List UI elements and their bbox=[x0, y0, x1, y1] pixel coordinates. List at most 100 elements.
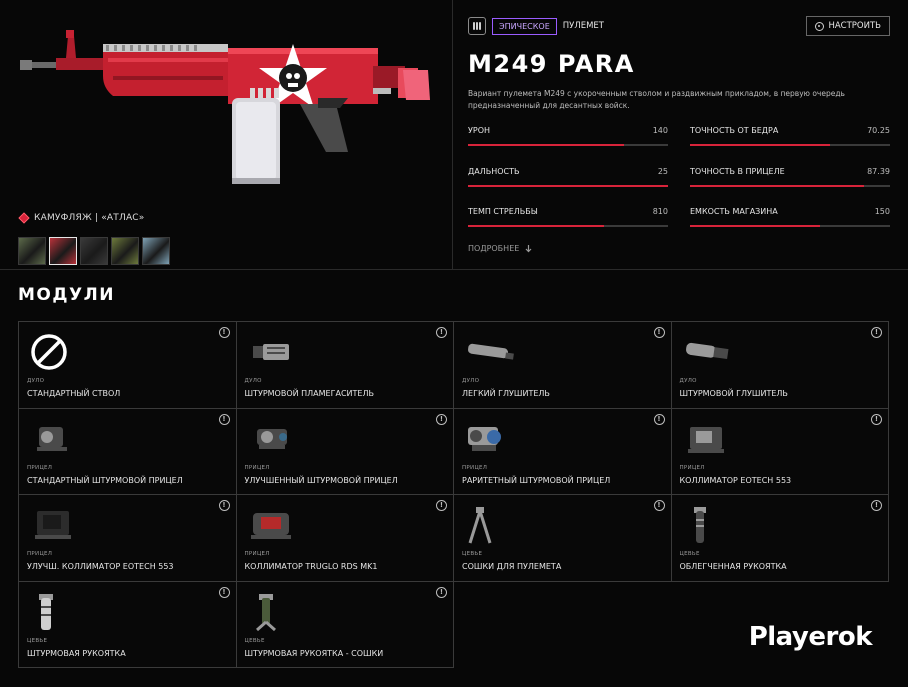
module-category: ПРИЦЕЛ bbox=[462, 464, 488, 471]
stat-value: 87.39 bbox=[867, 166, 890, 176]
module-card[interactable]: ! ДУЛО ШТУРМОВОЙ ПЛАМЕГАСИТЕЛЬ bbox=[235, 321, 454, 409]
module-card[interactable]: ! ЦЕВЬЕ ШТУРМОВАЯ РУКОЯТКА bbox=[18, 580, 237, 668]
info-icon[interactable]: ! bbox=[871, 500, 882, 511]
stat-bar-fill bbox=[690, 184, 864, 187]
module-card[interactable]: ! ЦЕВЬЕ СОШКИ ДЛЯ ПУЛЕМЕТА bbox=[453, 494, 672, 582]
weapon-info-pane: ЭПИЧЕСКОЕ ПУЛЕМЕТ НАСТРОИТЬ M249 PARA Ва… bbox=[468, 16, 890, 266]
module-category: ПРИЦЕЛ bbox=[27, 464, 53, 471]
watermark-logo: Playerok bbox=[748, 622, 873, 652]
camo-swatch-3[interactable] bbox=[80, 237, 108, 265]
gear-icon bbox=[815, 21, 825, 31]
grip-bipod-icon bbox=[245, 592, 305, 632]
stat-row: ЕМКОСТЬ МАГАЗИНА 150 bbox=[690, 207, 890, 248]
module-card[interactable]: ! ДУЛО СТАНДАРТНЫЙ СТВОЛ bbox=[18, 321, 237, 409]
truglo-icon bbox=[245, 505, 305, 545]
module-name: ЛЕГКИЙ ГЛУШИТЕЛЬ bbox=[462, 389, 550, 398]
stat-label: ТОЧНОСТЬ ОТ БЕДРА bbox=[690, 126, 779, 135]
info-icon[interactable]: ! bbox=[218, 413, 230, 425]
module-card[interactable]: ! ПРИЦЕЛ УЛУЧШЕННЫЙ ШТУРМОВОЙ ПРИЦЕЛ bbox=[235, 407, 454, 495]
stat-value: 25 bbox=[657, 166, 668, 176]
stat-bar-track bbox=[690, 144, 890, 146]
more-link-label: ПОДРОБНЕЕ bbox=[468, 244, 520, 253]
module-card[interactable]: ! ПРИЦЕЛ УЛУЧШ. КОЛЛИМАТОР EOTECH 553 bbox=[18, 494, 237, 582]
module-name: СТАНДАРТНЫЙ ШТУРМОВОЙ ПРИЦЕЛ bbox=[27, 475, 183, 485]
module-name: УЛУЧШ. КОЛЛИМАТОР EOTECH 553 bbox=[27, 562, 174, 571]
module-name: СОШКИ ДЛЯ ПУЛЕМЕТА bbox=[462, 562, 562, 571]
module-card[interactable]: ! ПРИЦЕЛ РАРИТЕТНЫЙ ШТУРМОВОЙ ПРИЦЕЛ bbox=[453, 407, 672, 495]
module-name: ШТУРМОВАЯ РУКОЯТКА bbox=[27, 648, 126, 658]
silencer-assault-icon bbox=[680, 332, 740, 372]
modules-grid: ! ДУЛО СТАНДАРТНЫЙ СТВОЛ ! ДУЛО ШТУРМОВО… bbox=[18, 321, 889, 668]
weapon-preview-pane: КАМУФЛЯЖ | «АТЛАС» bbox=[0, 0, 453, 270]
stat-label: ЕМКОСТЬ МАГАЗИНА bbox=[690, 207, 778, 216]
module-card[interactable]: ! ЦЕВЬЕ ШТУРМОВАЯ РУКОЯТКА - СОШКИ bbox=[235, 580, 454, 668]
stat-bar-track bbox=[690, 225, 890, 227]
module-category: ДУЛО bbox=[244, 378, 262, 384]
stat-bar-track bbox=[468, 144, 668, 146]
arrow-down-icon bbox=[525, 245, 532, 253]
info-icon[interactable]: ! bbox=[218, 500, 230, 511]
module-card[interactable]: ! ЦЕВЬЕ ОБЛЕГЧЕННАЯ РУКОЯТКА bbox=[670, 494, 889, 582]
module-name: КОЛЛИМАТОР TRUGLO RDS MK1 bbox=[244, 562, 378, 571]
module-category: ДУЛО bbox=[27, 378, 45, 384]
weapon-image bbox=[20, 30, 430, 184]
module-category: ЦЕВЬЕ bbox=[462, 551, 483, 557]
info-icon[interactable]: ! bbox=[653, 327, 665, 338]
stat-value: 150 bbox=[874, 207, 890, 216]
module-card[interactable]: ! ПРИЦЕЛ КОЛЛИМАТОР EOTECH 553 bbox=[670, 407, 889, 495]
bipod-icon bbox=[462, 505, 522, 545]
info-icon[interactable]: ! bbox=[653, 500, 665, 511]
info-icon[interactable]: ! bbox=[871, 413, 882, 425]
tune-button[interactable]: НАСТРОИТЬ bbox=[806, 16, 890, 36]
module-category: ЦЕВЬЕ bbox=[244, 637, 265, 644]
stat-value: 70.25 bbox=[867, 126, 890, 135]
info-icon[interactable]: ! bbox=[218, 586, 230, 598]
camo-swatch-1[interactable] bbox=[18, 237, 46, 265]
camo-swatch-5[interactable] bbox=[142, 237, 170, 265]
stat-bar-track bbox=[468, 225, 668, 227]
info-icon[interactable]: ! bbox=[871, 327, 882, 338]
stat-bar-fill bbox=[468, 225, 604, 227]
module-card[interactable]: ! ПРИЦЕЛ КОЛЛИМАТОР TRUGLO RDS MK1 bbox=[235, 494, 454, 582]
info-icon[interactable]: ! bbox=[218, 327, 230, 338]
scope-std-icon bbox=[27, 419, 87, 459]
modules-title: МОДУЛИ bbox=[18, 285, 115, 305]
camo-swatch-4[interactable] bbox=[111, 237, 139, 265]
stat-bar-track bbox=[468, 184, 668, 187]
module-category: ЦЕВЬЕ bbox=[679, 551, 700, 557]
stat-row: ТОЧНОСТЬ ОТ БЕДРА 70.25 bbox=[690, 126, 890, 167]
more-link[interactable]: ПОДРОБНЕЕ bbox=[468, 244, 533, 253]
stat-label: ТЕМП СТРЕЛЬБЫ bbox=[468, 207, 538, 216]
camo-swatches bbox=[18, 237, 170, 265]
eotech-plus-icon bbox=[27, 505, 87, 545]
ammo-icon bbox=[468, 17, 486, 35]
stat-bar-track bbox=[690, 184, 890, 187]
module-category: ПРИЦЕЛ bbox=[27, 551, 53, 557]
stat-bar-fill bbox=[690, 225, 820, 227]
stat-label: УРОН bbox=[468, 126, 491, 135]
module-card[interactable]: ! ДУЛО ЛЕГКИЙ ГЛУШИТЕЛЬ bbox=[453, 321, 672, 409]
weapon-description: Вариант пулемета M249 с укороченным ство… bbox=[468, 89, 845, 110]
info-icon[interactable]: ! bbox=[436, 413, 447, 425]
module-category: ДУЛО bbox=[679, 378, 697, 384]
stat-value: 140 bbox=[652, 126, 668, 135]
tune-button-label: НАСТРОИТЬ bbox=[828, 21, 881, 31]
module-card[interactable]: ! ПРИЦЕЛ СТАНДАРТНЫЙ ШТУРМОВОЙ ПРИЦЕЛ bbox=[18, 407, 237, 495]
info-icon[interactable]: ! bbox=[653, 413, 665, 425]
module-name: КОЛЛИМАТОР EOTECH 553 bbox=[679, 475, 792, 485]
info-icon[interactable]: ! bbox=[436, 586, 447, 598]
info-icon[interactable]: ! bbox=[436, 327, 447, 338]
flash-hider-icon bbox=[245, 332, 305, 372]
module-name: ШТУРМОВОЙ ГЛУШИТЕЛЬ bbox=[679, 389, 788, 398]
module-category: ПРИЦЕЛ bbox=[679, 464, 705, 471]
module-name: УЛУЧШЕННЫЙ ШТУРМОВОЙ ПРИЦЕЛ bbox=[244, 475, 398, 485]
camo-swatch-2[interactable] bbox=[49, 237, 77, 265]
info-icon[interactable]: ! bbox=[436, 500, 447, 511]
stat-row: УРОН 140 bbox=[468, 126, 668, 167]
module-card[interactable]: ! ДУЛО ШТУРМОВОЙ ГЛУШИТЕЛЬ bbox=[670, 321, 889, 409]
scope-rare-icon bbox=[462, 419, 522, 459]
stat-bar-fill bbox=[468, 184, 668, 187]
camo-name: КАМУФЛЯЖ | «АТЛАС» bbox=[34, 213, 145, 223]
silencer-light-icon bbox=[462, 332, 522, 372]
weapon-name: M249 PARA bbox=[468, 50, 635, 78]
